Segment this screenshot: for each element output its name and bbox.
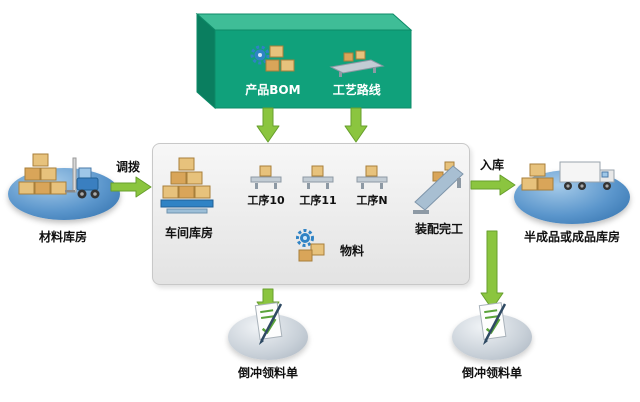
backflush-right-label: 倒冲领料单 — [461, 366, 522, 380]
product-bom-label: 产品BOM — [245, 83, 301, 97]
process-11-conveyor-icon — [302, 165, 334, 189]
workshop-warehouse-label: 车间库房 — [164, 226, 213, 240]
transfer-label: 调拨 — [115, 160, 140, 174]
material-warehouse-boxes-forklift-icon — [18, 153, 100, 199]
workshop-panel: 车间库房 工序10 工序11 工序N — [152, 143, 470, 285]
product-bom-icon — [250, 45, 295, 72]
workshop-warehouse-icon — [160, 157, 214, 214]
finished-warehouse-label: 半成品或成品库房 — [523, 230, 620, 244]
process-n-conveyor-icon — [356, 165, 388, 189]
finished-down-arrow — [480, 230, 504, 310]
backflush-right-document-icon — [478, 302, 507, 345]
assembly-label: 装配完工 — [414, 222, 463, 236]
bom-routing-box: 产品BOM 工艺路线 — [217, 30, 413, 102]
routing-conveyor-icon — [329, 50, 385, 77]
material-warehouse-label: 材料库房 — [38, 230, 87, 244]
process-10-conveyor-icon — [250, 165, 282, 189]
backflush-left-document-icon — [254, 302, 283, 345]
material-gear-boxes-icon — [296, 229, 325, 262]
process-n-label: 工序N — [356, 194, 388, 207]
routing-label: 工艺路线 — [332, 83, 381, 97]
inbound-label: 入库 — [479, 158, 504, 172]
transfer-arrow — [110, 176, 152, 198]
teal-box-3d-shape — [195, 12, 413, 110]
process-11-label: 工序11 — [299, 194, 337, 207]
material-item-label: 物料 — [339, 244, 364, 258]
routing-down-arrow — [344, 107, 368, 143]
routing-item: 工艺路线 — [329, 48, 385, 98]
product-bom-item: 产品BOM — [245, 42, 301, 98]
finished-warehouse-boxes-truck-icon — [521, 161, 615, 191]
backflush-left-label: 倒冲领料单 — [237, 366, 298, 380]
inbound-arrow — [470, 174, 516, 196]
assembly-conveyor-icon — [413, 161, 464, 214]
process-10-label: 工序10 — [247, 194, 285, 207]
bom-down-arrow — [256, 107, 280, 143]
